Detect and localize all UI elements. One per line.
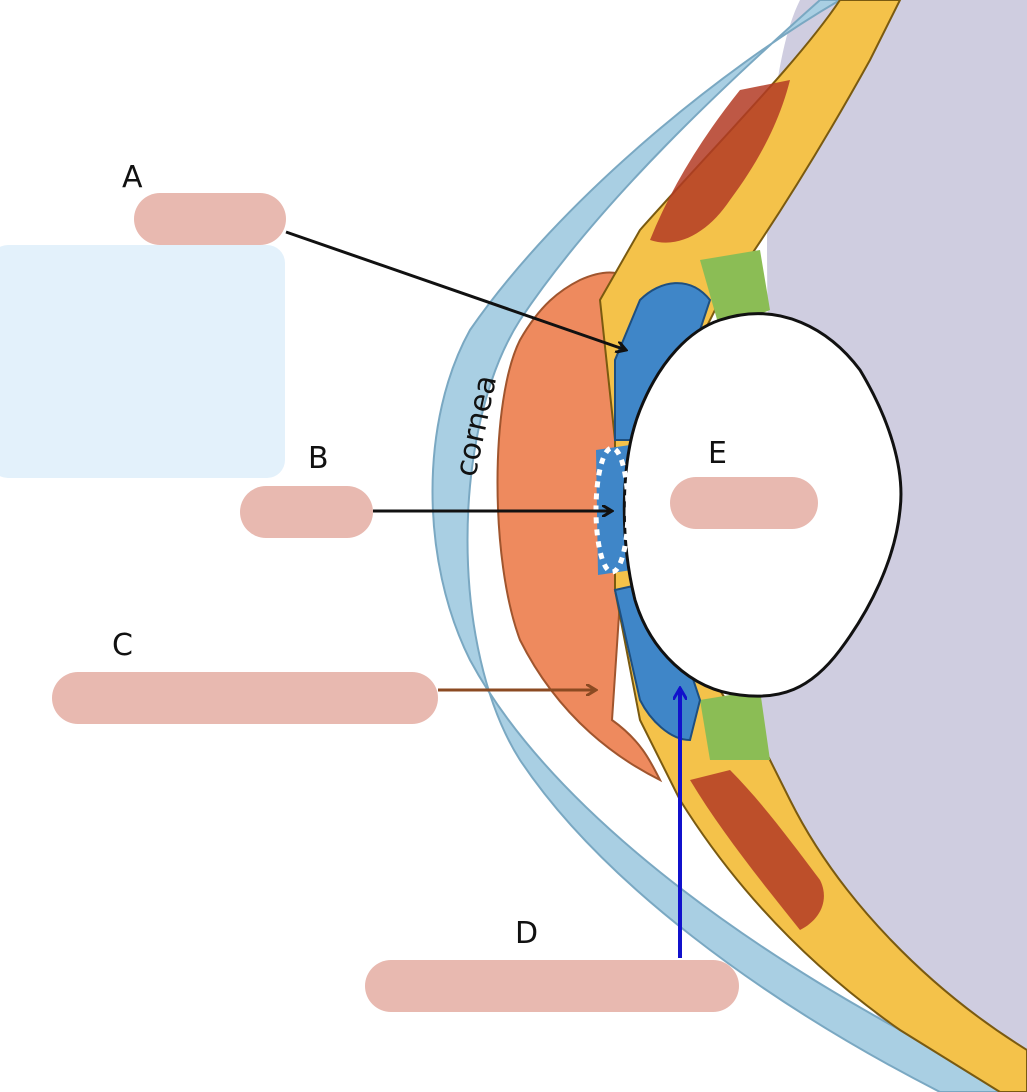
answer-box-d[interactable] <box>365 960 739 1012</box>
label-a: A <box>122 160 143 195</box>
arrow-a-icon <box>285 230 626 350</box>
label-b: B <box>308 441 329 476</box>
answer-box-a[interactable] <box>134 193 286 245</box>
label-d: D <box>515 916 538 951</box>
label-c: C <box>112 628 133 663</box>
answer-box-c[interactable] <box>52 672 438 724</box>
info-panel <box>0 245 285 478</box>
ciliary-muscle-bottom <box>690 770 824 930</box>
label-e: E <box>708 436 727 471</box>
zonule-top <box>700 250 770 330</box>
answer-box-b[interactable] <box>240 486 373 538</box>
cornea-layer <box>431 0 1002 1092</box>
posterior-chamber-pupil <box>596 445 632 575</box>
ciliary-muscle-top <box>650 80 790 243</box>
answer-box-e[interactable] <box>670 477 818 529</box>
zonule-bottom <box>700 690 770 760</box>
